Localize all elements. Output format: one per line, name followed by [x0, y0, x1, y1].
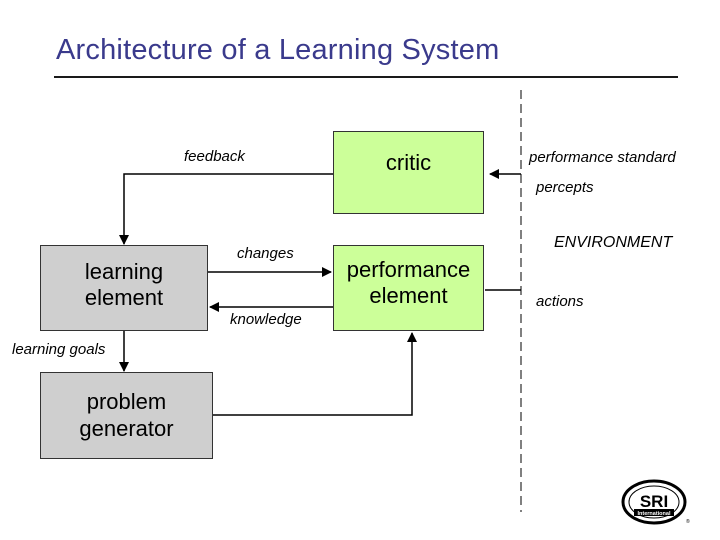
changes-label: changes — [237, 245, 294, 262]
problem-generator-box: problem generator — [40, 372, 213, 459]
actions-label: actions — [536, 293, 584, 310]
svg-text:SRI: SRI — [640, 492, 668, 511]
percepts-label: percepts — [536, 179, 594, 196]
critic-box: critic — [333, 131, 484, 214]
feedback-label: feedback — [184, 148, 245, 165]
environment-label: ENVIRONMENT — [554, 234, 673, 251]
title-underline — [54, 76, 678, 78]
learning-element-box: learning element — [40, 245, 208, 331]
problem-generator-arrow — [211, 332, 417, 416]
svg-text:International: International — [637, 511, 670, 517]
learning-goals-label: learning goals — [12, 341, 106, 358]
performance-element-box: performance element — [333, 245, 484, 331]
performance-standard-label: performance standard — [529, 149, 676, 166]
sri-logo: SRI International ® — [620, 478, 692, 528]
feedback-arrow — [119, 173, 333, 245]
knowledge-label: knowledge — [230, 311, 302, 328]
svg-text:®: ® — [686, 518, 690, 525]
slide-title: Architecture of a Learning System — [56, 34, 500, 66]
